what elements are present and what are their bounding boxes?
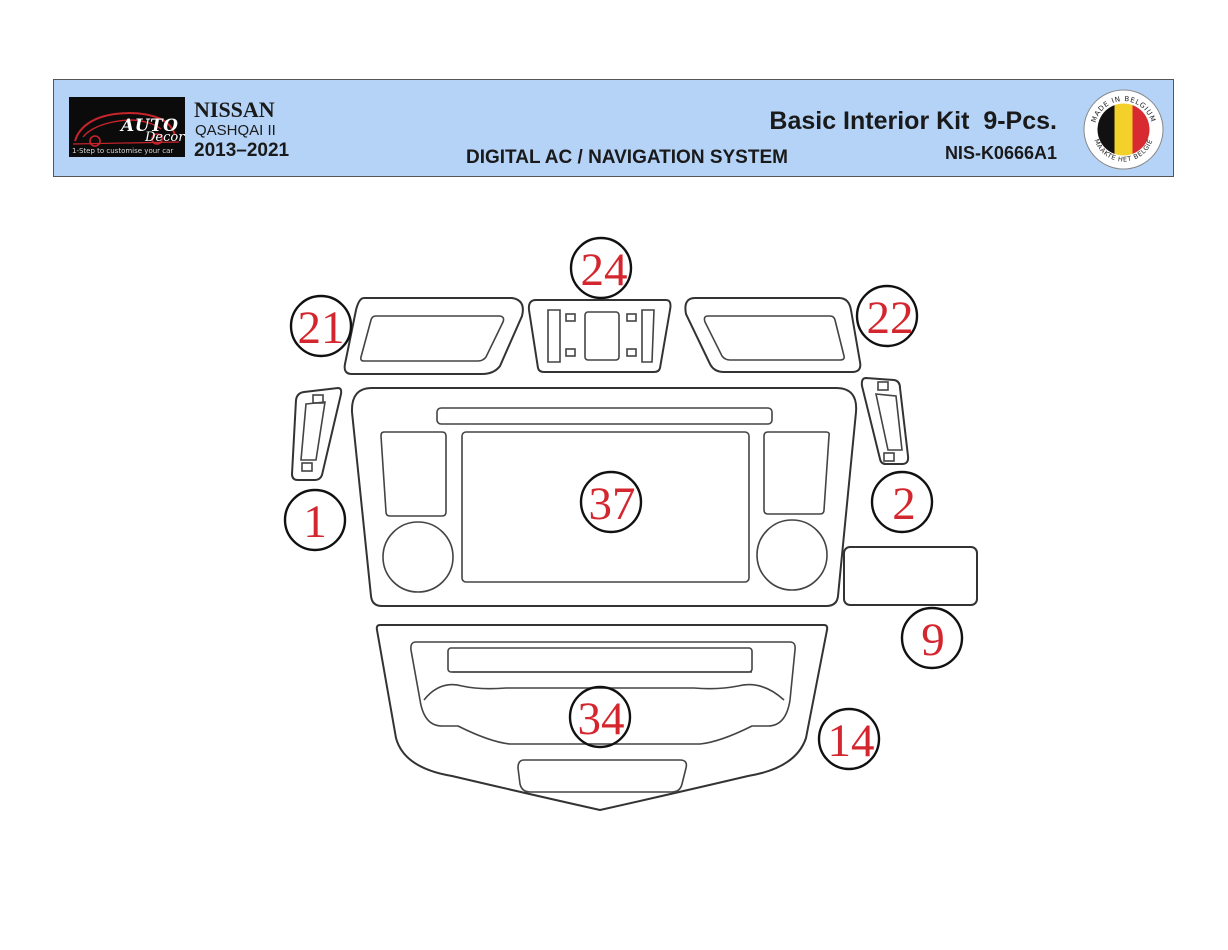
label-21: 21 <box>289 294 353 358</box>
label-1: 1 <box>283 488 347 552</box>
part-21-outline <box>343 297 524 375</box>
logo-subword: Decor <box>145 130 185 145</box>
part-37-outline <box>350 387 858 607</box>
brand-logo: AUTO Decor 1-Step to customise your car <box>69 97 185 157</box>
part-1-outline <box>290 386 343 481</box>
vehicle-make: NISSAN <box>194 97 275 122</box>
label-22-text: 22 <box>867 292 914 344</box>
label-24-text: 24 <box>581 244 628 296</box>
flag-stripe-red <box>1132 103 1150 156</box>
vehicle-years: 2013–2021 <box>194 140 290 161</box>
label-34-text: 34 <box>578 693 625 745</box>
system-type: DIGITAL AC / NAVIGATION SYSTEM <box>466 147 788 168</box>
label-14-text: 14 <box>828 715 875 767</box>
label-2: 2 <box>870 470 934 534</box>
label-2-text: 2 <box>892 478 916 530</box>
flag-stripe-black <box>1097 103 1115 156</box>
label-14: 14 <box>817 707 881 771</box>
label-9-text: 9 <box>921 614 945 666</box>
logo-wordmark: AUTO <box>121 116 179 136</box>
label-9: 9 <box>900 606 964 670</box>
part-2-outline <box>860 376 910 465</box>
label-24: 24 <box>569 236 633 300</box>
label-34: 34 <box>568 685 632 749</box>
header-banner: AUTO Decor 1-Step to customise your car … <box>53 79 1174 177</box>
label-1-text: 1 <box>303 496 327 548</box>
made-in-belgium-badge: MADE IN BELGIUM MAAKTE HET BELGIË <box>1083 89 1164 170</box>
vehicle-model: QASHQAI II <box>195 122 276 139</box>
label-37: 37 <box>579 470 643 534</box>
label-37-text: 37 <box>589 478 636 530</box>
label-22: 22 <box>855 284 919 348</box>
part-22-outline <box>684 297 862 373</box>
part-9-outline <box>843 546 978 606</box>
kit-title: Basic Interior Kit 9-Pcs. <box>769 107 1057 135</box>
flag-stripe-yellow <box>1114 103 1133 156</box>
product-code: NIS-K0666A1 <box>944 143 1057 163</box>
car-silhouette-icon <box>72 112 180 147</box>
label-21-text: 21 <box>298 302 345 354</box>
part-24-outline <box>527 299 672 373</box>
logo-tagline: 1-Step to customise your car <box>72 147 174 155</box>
